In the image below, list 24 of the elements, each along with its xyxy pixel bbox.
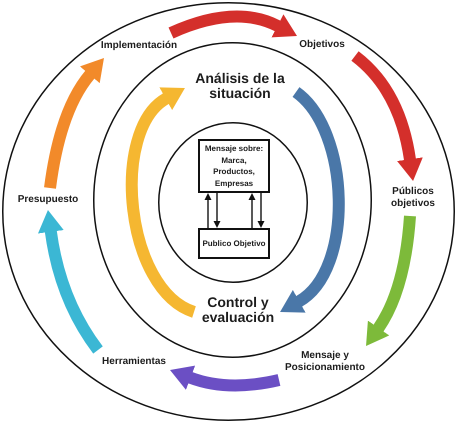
arrow [204,193,212,228]
curved-arrow [38,210,103,354]
text-box: Mensaje sobre: Marca, Productos, Empresas [198,139,270,193]
text-box: Publico Objetivo [198,228,270,259]
curved-arrow [351,51,423,181]
stage-label: Públicos objetivos [389,186,437,210]
stage-label: Implementación [100,40,178,52]
stage-label: Presupuesto [18,194,78,206]
arrow [248,193,256,228]
curved-arrow [282,88,345,315]
phase-label: Control y evaluación [200,295,276,325]
phase-label: Análisis de la situación [190,71,290,101]
stage-label: Objetivos [299,39,345,51]
curved-arrow [168,10,298,39]
curved-arrow [126,84,197,318]
stage-label: Mensaje y Posicionamiento [284,350,366,374]
curved-arrow [366,216,416,346]
arrow [258,193,264,228]
curved-arrow [44,57,104,189]
arrow [214,193,220,228]
curved-arrow [170,365,280,392]
stage-label: Herramientas [102,356,166,368]
outer-circle [2,2,455,421]
inner-circle [158,122,308,283]
